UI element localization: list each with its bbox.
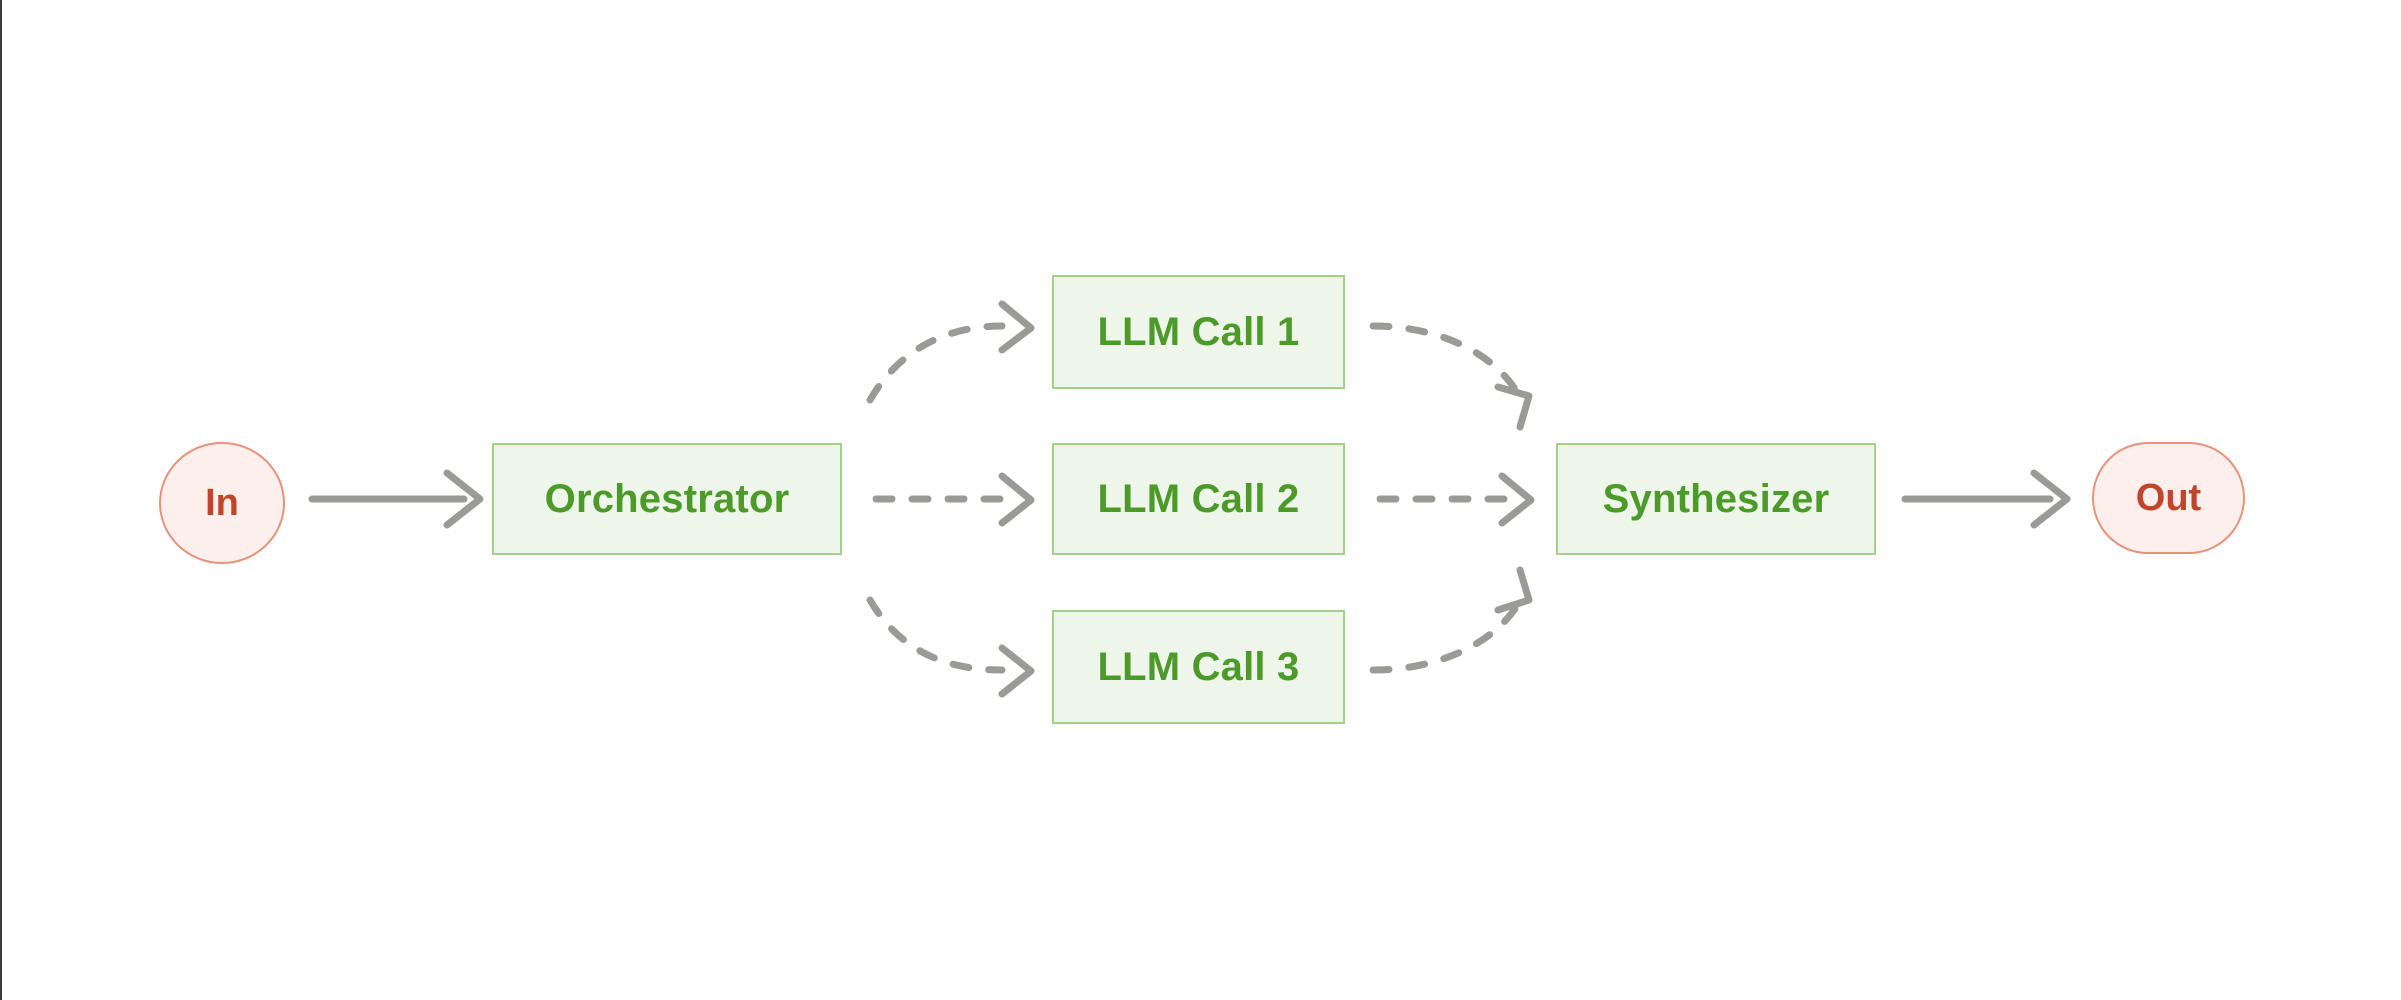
node-synthesizer[interactable]: Synthesizer [1556, 443, 1876, 555]
node-llm-call-3[interactable]: LLM Call 3 [1052, 610, 1345, 724]
node-llm-call-1-label: LLM Call 1 [1097, 309, 1300, 354]
edge-llm-call-2-to-synthesizer [1376, 472, 1535, 527]
node-out[interactable]: Out [2092, 442, 2245, 554]
edge-orchestrator-to-llm-call-1 [866, 300, 1035, 404]
node-in-label: In [205, 481, 239, 524]
edge-orchestrator-to-llm-call-3 [866, 596, 1035, 698]
node-in[interactable]: In [159, 442, 285, 564]
edge-synthesizer-to-out [1901, 469, 2071, 529]
node-llm-call-2[interactable]: LLM Call 2 [1052, 443, 1345, 555]
edge-in-to-orchestrator [308, 469, 484, 529]
node-llm-call-2-label: LLM Call 2 [1097, 476, 1300, 521]
node-llm-call-1[interactable]: LLM Call 1 [1052, 275, 1345, 389]
node-llm-call-3-label: LLM Call 3 [1097, 644, 1300, 689]
node-synthesizer-label: Synthesizer [1602, 476, 1830, 521]
edge-orchestrator-to-llm-call-2 [872, 472, 1035, 527]
node-orchestrator-label: Orchestrator [544, 476, 790, 521]
node-out-label: Out [2135, 476, 2202, 519]
edge-llm-call-1-to-synthesizer [1369, 322, 1533, 431]
node-orchestrator[interactable]: Orchestrator [492, 443, 842, 555]
edge-llm-call-3-to-synthesizer [1369, 566, 1533, 674]
